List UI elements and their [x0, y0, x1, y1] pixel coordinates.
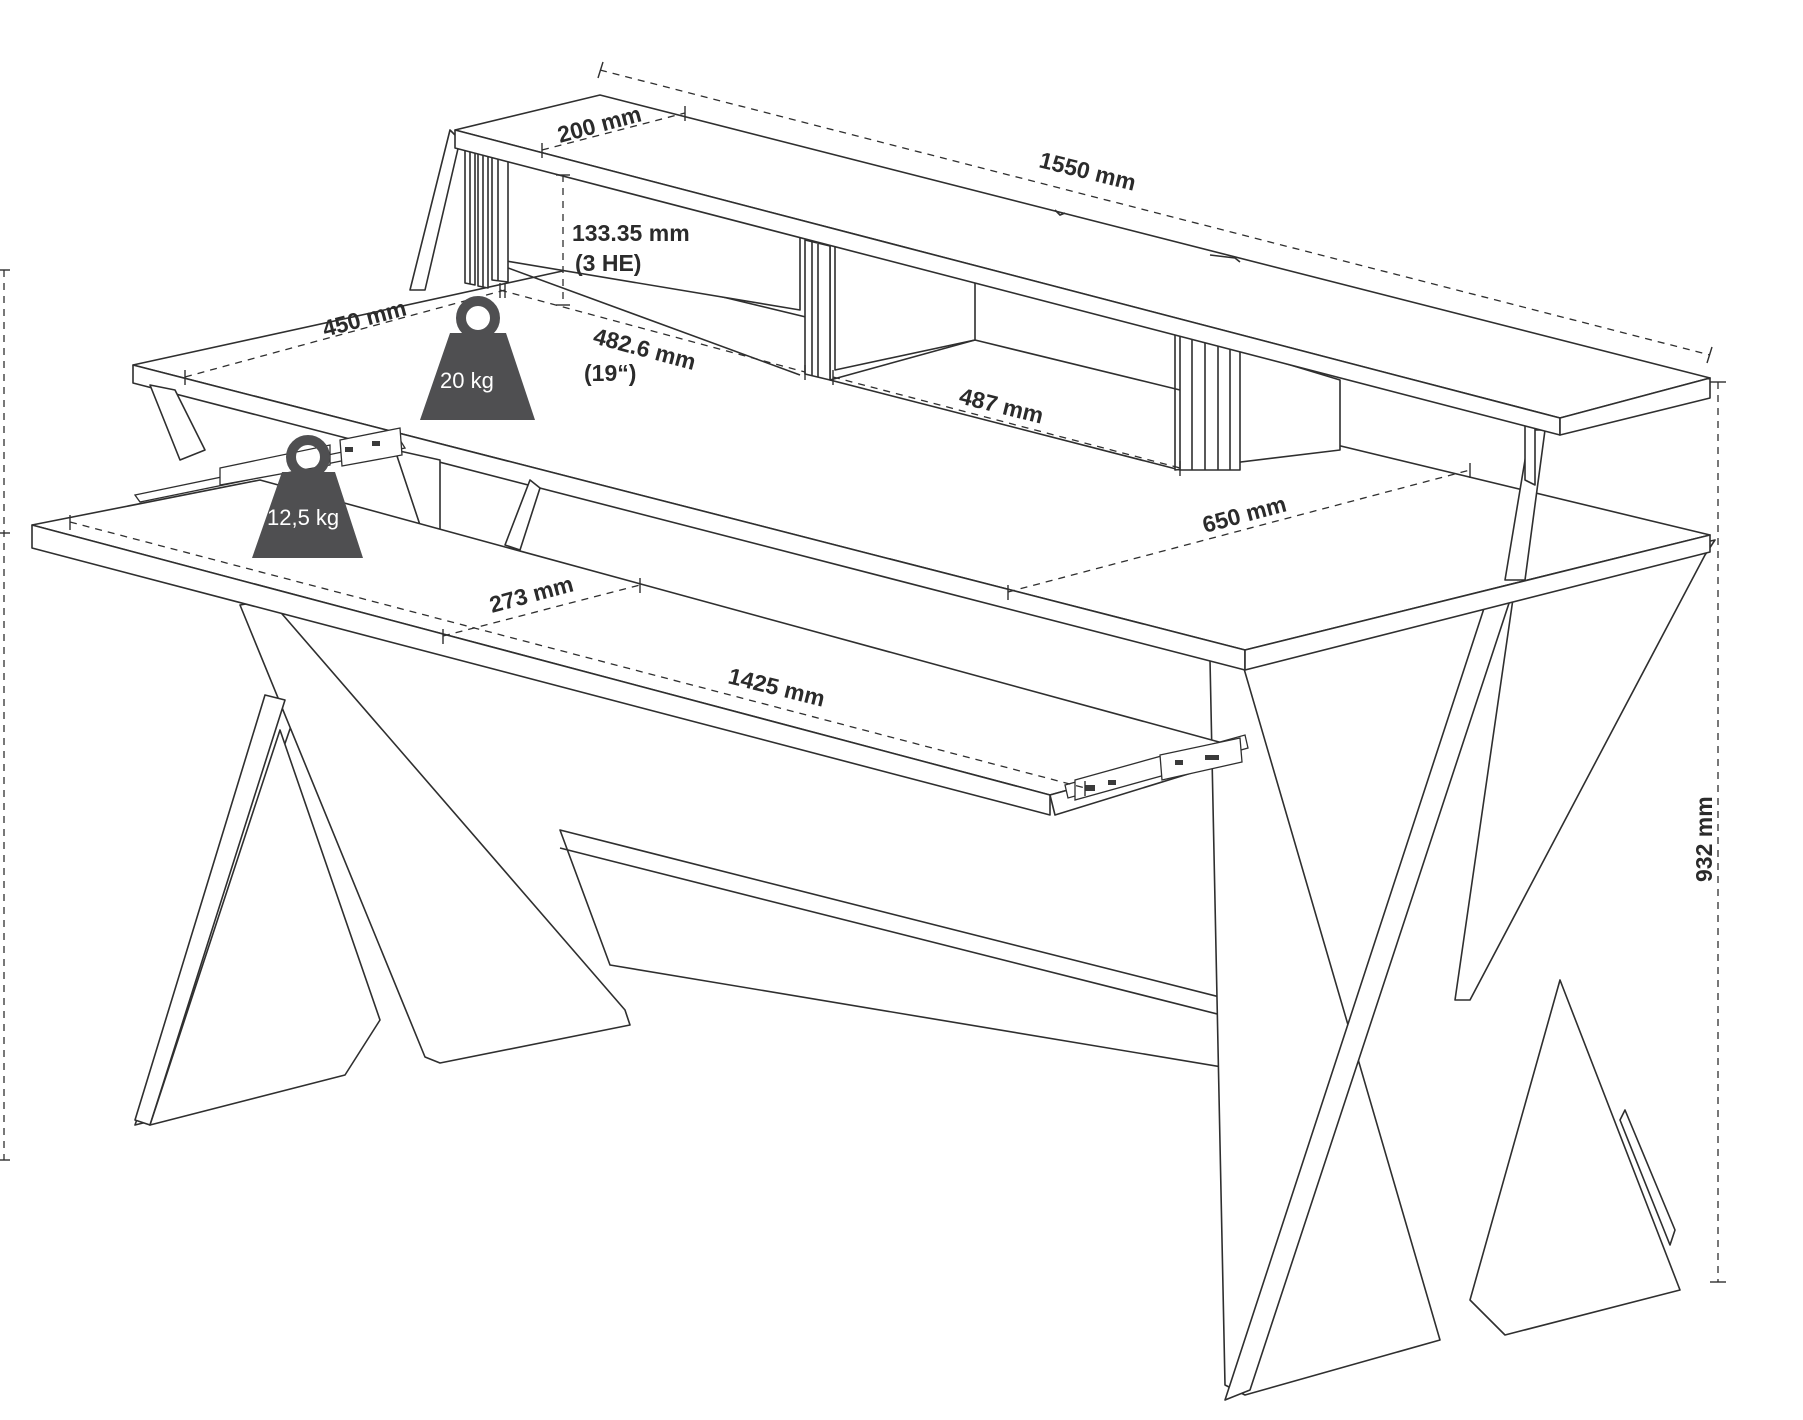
riser-shelf [409, 94, 1711, 581]
front-left-leg [134, 599, 631, 1126]
rack-rail-middle [804, 239, 831, 381]
load-label-tray: 12,5 kg [267, 505, 339, 530]
dimension-lines [0, 61, 1726, 1283]
back-right-leg [1469, 979, 1681, 1336]
weight-icon: 12,5 kg [252, 435, 363, 558]
drawer-rail-right [1064, 734, 1249, 801]
rack-rail-left [464, 144, 509, 289]
load-label-rack: 20 kg [440, 368, 494, 393]
label-height-total: 932 mm [1691, 796, 1717, 882]
label-width-total: 1550 mm [1037, 147, 1139, 196]
label-rack-height: 133.35 mm [572, 220, 690, 246]
desktop [132, 264, 1711, 671]
keyboard-tray [31, 427, 1249, 816]
front-right-leg [1209, 539, 1716, 1401]
label-rack-height-units: (3 HE) [575, 250, 641, 276]
label-rack-width-inches: (19“) [584, 360, 636, 386]
rack-rail-right [1179, 334, 1241, 471]
drawer-rail-left [133, 427, 407, 503]
weight-icon: 20 kg [420, 296, 535, 420]
